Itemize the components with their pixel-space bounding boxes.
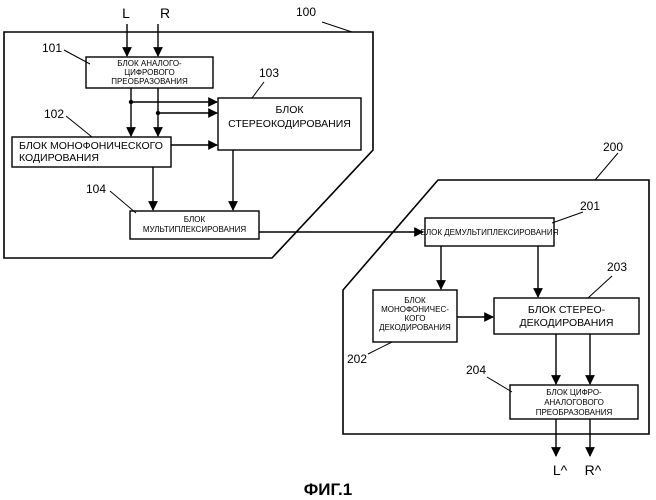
decoder-ref-label: 200 [603, 140, 623, 154]
mono-coding-ref-leader [66, 116, 92, 137]
stereo-coding-label-2: СТЕРЕОКОДИРОВАНИЯ [228, 118, 351, 130]
demultiplexing-label-1: БЛОК ДЕМУЛЬТИПЛЕКСИРОВАНИЯ [421, 228, 559, 237]
stereo-decoding-label-1: БЛОК СТЕРЕО- [528, 304, 606, 316]
stereo-coding-ref-leader [252, 82, 264, 98]
decoder-ref-leader [595, 153, 618, 180]
da-block-label-2: АНАЛОГОВОГО [544, 398, 604, 407]
stereo-coding-ref-label: 103 [259, 66, 279, 80]
multiplexing-ref-label: 104 [86, 182, 106, 196]
mono-coding-label-1: БЛОК МОНОФОНИЧЕСКОГО [19, 140, 163, 152]
mono-coding-label-2: КОДИРОВАНИЯ [19, 152, 99, 164]
ad-block-ref-label: 101 [42, 41, 62, 55]
input-right-label: R [160, 5, 170, 21]
da-block-ref-label: 204 [466, 363, 486, 377]
mono-decoding-label-2: МОНОФОНИЧЕС- [381, 305, 449, 314]
figure-caption: ФИГ.1 [304, 480, 352, 499]
output-left-label: L^ [553, 462, 568, 478]
encoder-ref-label: 100 [296, 5, 316, 19]
stereo-decoding-label-2: ДЕКОДИРОВАНИЯ [519, 317, 613, 329]
encoder-ref-leader [322, 22, 352, 32]
stereo-coding-label-1: БЛОК [275, 104, 304, 116]
ad-block-label-3: ПРЕОБРАЗОВАНИЯ [111, 77, 188, 86]
ad-block-label-1: БЛОК АНАЛОГО- [117, 59, 182, 68]
demultiplexing-ref-label: 201 [580, 199, 600, 213]
output-right-label: R^ [585, 462, 602, 478]
mono-coding-ref-label: 102 [44, 107, 64, 121]
multiplexing-label-2: МУЛЬТИПЛЕКСИРОВАНИЯ [143, 225, 247, 234]
stereo-decoding-ref-leader [588, 276, 612, 298]
multiplexing-ref-leader [110, 191, 136, 213]
stereo-decoding-ref-label: 203 [607, 260, 627, 274]
da-block-label-1: БЛОК ЦИФРО- [546, 388, 602, 397]
mono-decoding-label-4: ДЕКОДИРОВАНИЯ [379, 323, 451, 332]
mono-decoding-label-3: КОГО [405, 314, 426, 323]
demultiplexing-ref-leader [552, 212, 583, 223]
ad-block-label-2: ЦИФРОВОГО [124, 68, 175, 77]
input-left-label: L [122, 5, 130, 21]
da-block-ref-leader [487, 377, 512, 392]
mono-decoding-label-1: БЛОК [404, 296, 426, 305]
mono-decoding-ref-leader [368, 342, 392, 354]
multiplexing-label-1: БЛОК [184, 215, 206, 224]
mono-decoding-ref-label: 202 [347, 352, 367, 366]
da-block-label-3: ПРЕОБРАЗОВАНИЯ [536, 408, 613, 417]
